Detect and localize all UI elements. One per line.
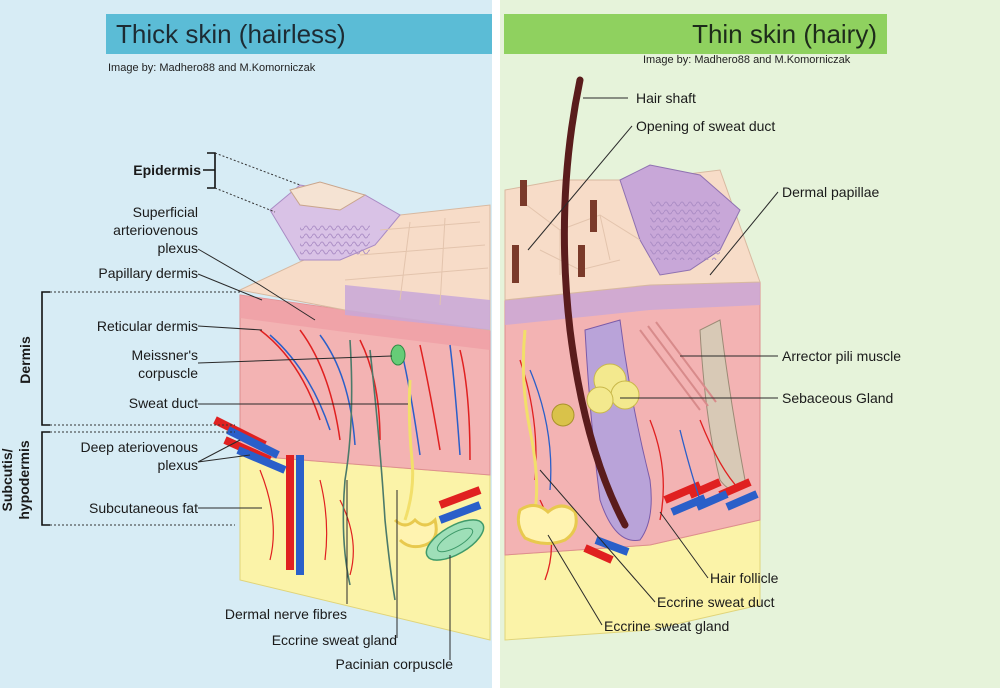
label-sebaceous-gland: Sebaceous Gland [782,390,893,406]
label-hair-shaft: Hair shaft [636,90,696,106]
label-hair-follicle: Hair follicle [710,570,779,586]
pacinian-corpuscle [425,519,485,561]
label-papillary-dermis: Papillary dermis [98,265,198,281]
label-sweat-duct: Sweat duct [129,395,198,411]
label-arrector-pili: Arrector pili muscle [782,348,901,364]
label-deep-1: Deep ateriovenous [80,439,198,455]
label-deep-2: plexus [158,457,198,473]
thick-vessels [213,329,482,576]
label-epidermis: Epidermis [133,162,201,178]
label-superficial-1: Superficial [133,204,198,220]
panel-divider [492,0,500,688]
thick-nerve-fibres [342,339,396,601]
arrector-pili-muscle [639,321,717,411]
left-brackets [41,152,301,526]
label-dermal-papillae: Dermal papillae [782,184,879,200]
thin-vessels [519,359,759,581]
label-subcutis-2: hypodermis [16,440,32,520]
label-reticular-dermis: Reticular dermis [97,318,198,334]
hair-shaft [560,76,629,529]
thin-sweat-duct [521,329,539,511]
label-subcutis-1: Subcutis/ [0,448,15,511]
label-superficial-3: plexus [158,240,198,256]
label-superficial-2: arteriovenous [113,222,198,238]
left-labels: Epidermis Superficial arteriovenous plex… [0,162,453,672]
thick-sweat-duct [403,379,415,521]
thick-papillary-band [240,295,490,350]
label-meissner-1: Meissner's [132,347,198,363]
right-credit: Image by: Madhero88 and M.Komorniczak [643,54,851,66]
thick-epidermis-purple [345,285,490,330]
label-eccrine-sweat-duct: Eccrine sweat duct [657,594,775,610]
sebaceous-gland [551,363,640,427]
thick-sweat-gland [393,517,438,549]
thin-skin-block [504,76,761,641]
label-dermal-nerve-fibres: Dermal nerve fibres [225,606,347,622]
label-eccrine-sweat-gland-right: Eccrine sweat gland [604,618,729,634]
thin-sweat-gland [516,504,578,545]
meissner-corpuscle [390,344,406,366]
thick-skin-block [213,181,491,641]
right-labels: Hair shaft Opening of sweat duct Dermal … [604,90,901,634]
label-meissner-2: corpuscle [138,365,198,381]
label-dermis-side: Dermis [17,336,33,384]
leader-lines [197,97,779,660]
label-opening-sweat-duct: Opening of sweat duct [636,118,775,134]
label-eccrine-sweat-gland-left: Eccrine sweat gland [272,632,397,648]
left-credit: Image by: Madhero88 and M.Komorniczak [108,62,316,74]
label-pacinian-corpuscle: Pacinian corpuscle [335,656,453,672]
thick-skin-title: Thick skin (hairless) [106,14,492,54]
thin-skin-title: Thin skin (hairy) [504,14,887,54]
small-hair-shafts [512,180,597,283]
label-subcutaneous-fat: Subcutaneous fat [89,500,198,516]
